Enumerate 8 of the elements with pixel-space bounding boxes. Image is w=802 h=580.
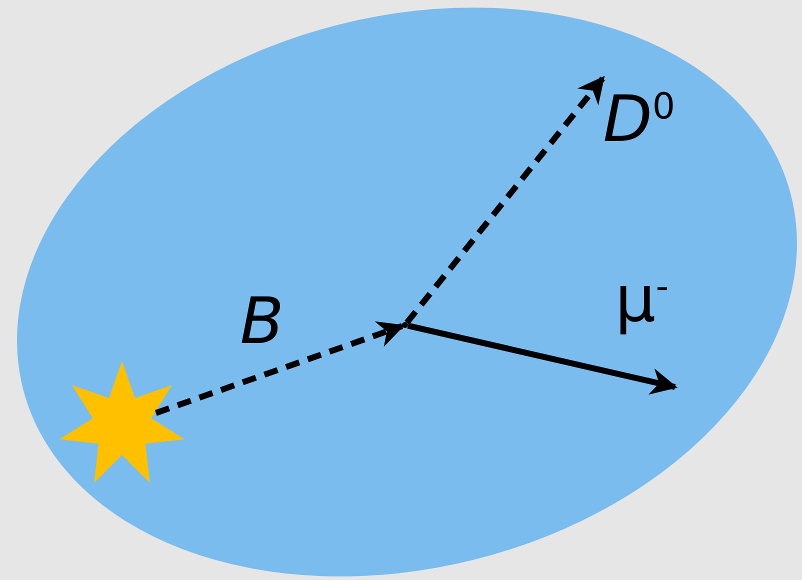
- vertex-point: [402, 322, 408, 328]
- particle-label: μ$^{-}$: [615, 268, 669, 332]
- particle-label: D$^{0}$: [603, 88, 676, 152]
- arrow: [407, 322, 678, 395]
- star-icon: [60, 361, 184, 483]
- arrow: [404, 76, 606, 325]
- arrow: [154, 321, 405, 416]
- particle-label: B: [240, 290, 284, 354]
